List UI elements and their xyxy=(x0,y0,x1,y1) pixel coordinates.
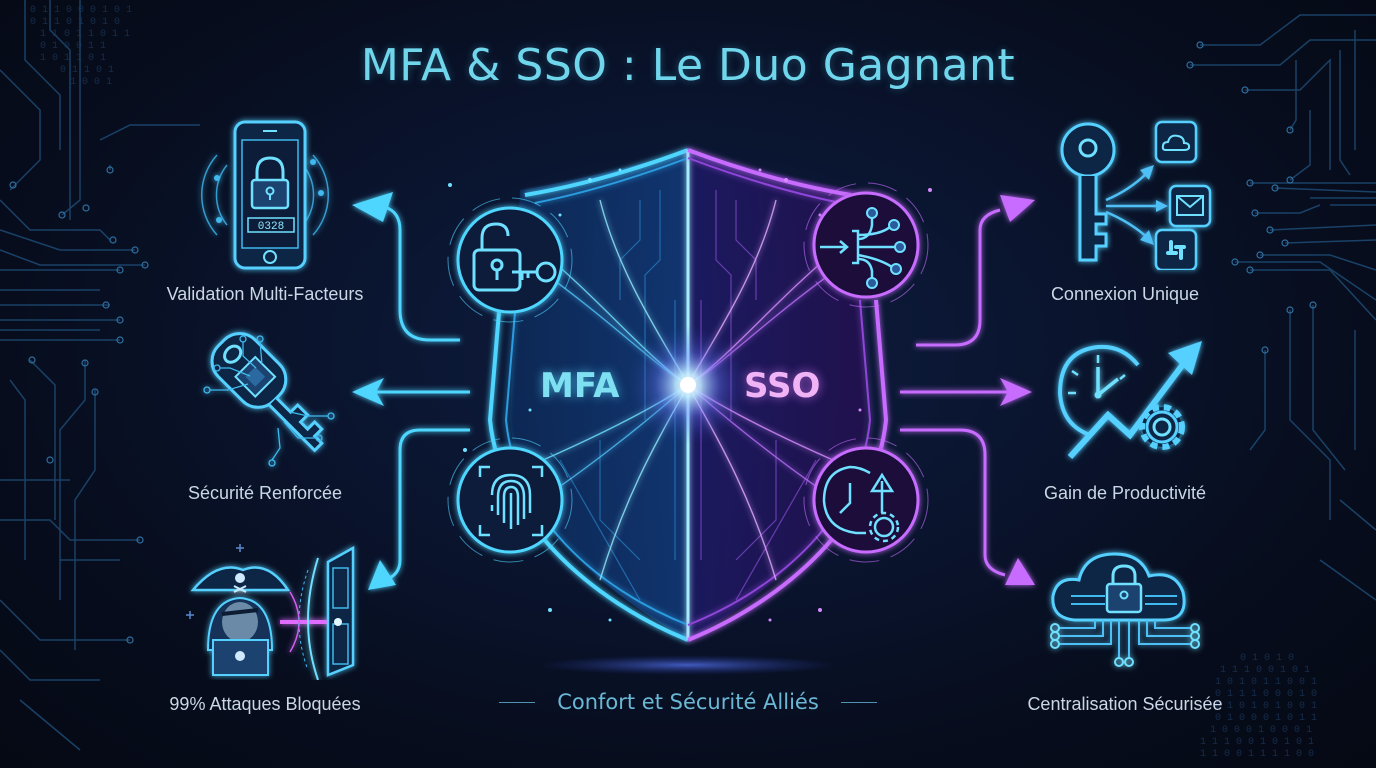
feature-label-securite-renforcee: Sécurité Renforcée xyxy=(187,483,343,503)
otp-code: 0328 xyxy=(258,221,284,233)
svg-text:0 1 1 0 1: 0 1 1 0 1 xyxy=(60,65,114,76)
footer: Confort et Sécurité Alliés xyxy=(0,690,1376,714)
feature-label-connexion-unique: Connexion Unique xyxy=(1050,284,1200,304)
sso-core-label: SSO xyxy=(744,366,821,406)
phone-lock-icon: 0328 xyxy=(200,120,330,270)
clock-growth-gear-icon xyxy=(1057,341,1202,460)
svg-text:1 0 1 1 0 1: 1 0 1 1 0 1 xyxy=(40,53,106,64)
footer-tagline: Confort et Sécurité Alliés xyxy=(557,690,819,714)
feature-label-validation-multi-facteurs: Validation Multi-Facteurs xyxy=(166,284,364,304)
hacker-blocked-door-icon xyxy=(186,544,355,680)
svg-text:0 1 0 0 1 1: 0 1 0 0 1 1 xyxy=(40,41,106,52)
svg-text:0 1 0 1 0 1 0 0 1: 0 1 0 1 0 1 0 0 1 xyxy=(1215,701,1317,712)
svg-text:1 0 0 1: 1 0 0 1 xyxy=(70,77,112,88)
svg-text:0 1 1 0 1 0 1 0: 0 1 1 0 1 0 1 0 xyxy=(30,17,120,28)
svg-text:0 1 0 0 0 1 0 1 1: 0 1 0 0 0 1 0 1 1 xyxy=(1215,713,1317,724)
footer-divider-right xyxy=(841,701,878,703)
svg-text:1 1 0 1 1 0 1 1: 1 1 0 1 1 0 1 1 xyxy=(40,29,130,40)
svg-text:1 1 1 0 0 1 0 1: 1 1 1 0 0 1 0 1 xyxy=(1220,665,1310,676)
mfa-core-label: MFA xyxy=(540,366,620,406)
chip-key-icon xyxy=(203,332,335,467)
feature-label-gain-de-productivite: Gain de Productivité xyxy=(1043,483,1207,503)
feature-label-centralisation-securisee: Centralisation Sécurisée xyxy=(1027,694,1223,714)
fingerprint-icon xyxy=(478,465,544,537)
svg-text:1 1 1 0 0 1 0 1 0 1: 1 1 1 0 0 1 0 1 0 1 xyxy=(1200,737,1314,748)
svg-text:1 0 1 0 1 1 0 0 1: 1 0 1 0 1 1 0 0 1 xyxy=(1215,677,1317,688)
svg-text:1 0 0 0 1 0 0 0 1: 1 0 0 0 1 0 0 0 1 xyxy=(1210,725,1312,736)
footer-divider-left xyxy=(498,701,535,703)
feature-label-attaques-bloquees: 99% Attaques Bloquées xyxy=(169,694,361,714)
cloud-lock-icon xyxy=(1050,552,1200,667)
svg-text:1 1 0 0 1 1 1 1 0 0: 1 1 0 0 1 1 1 1 0 0 xyxy=(1200,749,1314,760)
padlock-key-icon xyxy=(472,222,557,292)
key-to-apps-icon xyxy=(1060,120,1212,270)
page-title: MFA & SSO : Le Duo Gagnant xyxy=(360,40,1016,91)
svg-text:0 1 1 0 0 0 1 0 1: 0 1 1 0 0 0 1 0 1 xyxy=(30,5,132,16)
svg-text:0 1 0 1 0: 0 1 0 1 0 xyxy=(1240,653,1294,664)
network-login-icon xyxy=(820,207,906,289)
clock-arrow-gear-icon xyxy=(822,465,900,543)
svg-text:0 1 1 1 0 0 0 1 0: 0 1 1 1 0 0 0 1 0 xyxy=(1215,689,1317,700)
